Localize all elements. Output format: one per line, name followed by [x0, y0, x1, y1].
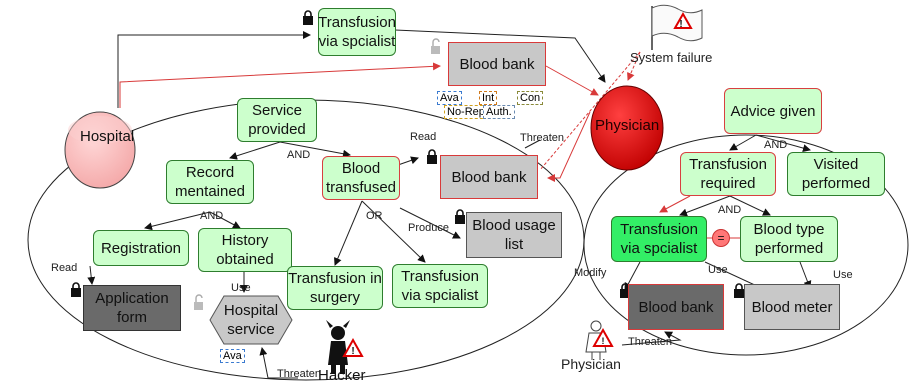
goal-physician-transfusion-via-specialist[interactable]: Transfusion via spcialist: [611, 216, 707, 262]
svg-text:!: !: [679, 19, 682, 30]
edge-label-read-1: Read: [410, 131, 437, 143]
lock-icon-application-form: [71, 282, 81, 297]
resource-hospital-blood-bank[interactable]: Blood bank: [440, 155, 538, 199]
top-transfusion-via-specialist[interactable]: Transfusion via spcialist: [318, 8, 396, 56]
tag-auth: Auth.: [483, 105, 515, 119]
edge-label-threaten-3: Threaten: [628, 336, 673, 348]
goal-registration[interactable]: Registration: [93, 230, 189, 266]
equal-symbol: =: [712, 229, 730, 247]
goal-blood-type-performed[interactable]: Blood type performed: [740, 216, 838, 262]
link-required-to-specialist: [679, 195, 731, 217]
link-advice-to-visited: [755, 134, 811, 152]
physician-actor: [590, 85, 664, 171]
hospital-actor: [64, 111, 136, 189]
link-blood-to-surgery: [334, 200, 363, 266]
red-link-top-bank-to-physician: [545, 65, 599, 96]
physician-attacker-icon: !: [585, 320, 614, 360]
hacker-label: Hacker: [318, 367, 366, 384]
goal-service-provided[interactable]: Service provided: [237, 98, 317, 142]
link-physician-attacker-threaten-bank: [621, 331, 682, 346]
link-hacker-threaten-service: [259, 347, 298, 379]
tag-ava: Ava: [437, 91, 462, 105]
goal-transfusion-in-surgery[interactable]: Transfusion in surgery: [287, 266, 383, 310]
red-link-physician-to-hospital-bank: [547, 111, 591, 182]
tag-no-rep: No-Rep: [444, 105, 488, 119]
edge-label-or: OR: [366, 210, 383, 222]
link-top-transfusion-to-physician: [394, 29, 606, 83]
open-lock-icon-top-bank: [431, 38, 440, 54]
tag-con: Con: [517, 91, 544, 105]
lock-icon-usage-list: [455, 209, 465, 224]
resource-physician-blood-bank[interactable]: Blood bank: [628, 284, 724, 330]
goal-transfusion-via-specialist[interactable]: Transfusion via spcialist: [392, 264, 488, 308]
physician-attacker-label: Physician: [561, 356, 621, 372]
red-link-required-to-specialist: [659, 195, 691, 213]
edge-label-use-3: Use: [833, 269, 853, 281]
hospital-actor-label: Hospital: [80, 128, 135, 145]
goal-visited-performed[interactable]: Visited performed: [787, 152, 885, 196]
edge-label-and-3: AND: [764, 139, 788, 151]
link-threaten-hospital-bank: [524, 139, 541, 149]
physician-boundary: [583, 134, 909, 356]
resource-hospital-service[interactable]: Hospital service: [223, 302, 279, 338]
link-blood-to-specialist: [361, 200, 426, 263]
system-failure-label: System failure: [630, 50, 713, 65]
link-service-to-blood-transfused: [279, 141, 351, 158]
lock-icon-physician-bank: [620, 283, 630, 298]
svg-text:!: !: [602, 336, 605, 346]
svg-text:!: !: [351, 346, 354, 357]
resource-blood-meter[interactable]: Blood meter: [744, 284, 840, 330]
top-blood-bank[interactable]: Blood bank: [448, 42, 546, 86]
edge-label-threaten-1: Threaten: [520, 132, 565, 144]
link-service-to-record: [229, 141, 281, 160]
link-hospital-to-top-transfusion: [117, 31, 311, 108]
edge-label-produce: Produce: [408, 222, 449, 234]
edge-label-threaten-2: Threaten: [277, 368, 322, 380]
physician-actor-label: Physician: [595, 117, 660, 134]
lock-icon-blood-meter: [734, 283, 744, 298]
link-blood-produce-list: [399, 207, 461, 239]
link-record-to-history: [209, 211, 241, 229]
link-registration-read-form: [87, 265, 96, 285]
red-link-sysfail-to-bank: [539, 51, 641, 171]
edge-label-and-4: AND: [718, 204, 742, 216]
edge-label-use-2: Use: [708, 264, 728, 276]
link-required-to-bloodtype: [729, 195, 771, 216]
link-advice-to-required: [729, 134, 757, 151]
goal-blood-transfused[interactable]: Blood transfused: [322, 156, 400, 200]
goal-record-maintained[interactable]: Record mentained: [166, 160, 254, 204]
link-blood-read-bank: [397, 156, 419, 166]
tag-int: Int: [479, 91, 498, 105]
red-link-sysfail-to-physician: [627, 51, 641, 81]
lock-icon-hospital-bank: [427, 149, 437, 164]
goal-history-obtained[interactable]: History obtained: [198, 228, 292, 272]
edge-label-modify: Modify: [574, 267, 607, 279]
hacker-icon: !: [326, 320, 364, 374]
edge-label-and-2: AND: [200, 210, 224, 222]
hospital-service-shape: [209, 295, 293, 345]
edge-label-use-1: Use: [231, 282, 251, 294]
system-failure-flag-icon: !: [651, 4, 703, 50]
lock-icon-top-transfusion: [303, 10, 313, 25]
edge-label-read-2: Read: [51, 262, 78, 274]
link-bloodtype-use-meter: [799, 261, 812, 289]
goal-transfusion-required[interactable]: Transfusion required: [680, 152, 776, 196]
edge-label-and-1: AND: [287, 149, 311, 161]
hospital-service-tag-ava: Ava: [220, 349, 245, 363]
resource-blood-usage-list[interactable]: Blood usage list: [466, 212, 562, 258]
resource-application-form[interactable]: Application form: [83, 285, 181, 331]
red-link-hospital-to-top-bank: [119, 62, 441, 108]
open-lock-icon-hospital-service: [194, 294, 203, 310]
goal-advice-given[interactable]: Advice given: [724, 88, 822, 134]
link-record-to-registration: [144, 211, 211, 231]
